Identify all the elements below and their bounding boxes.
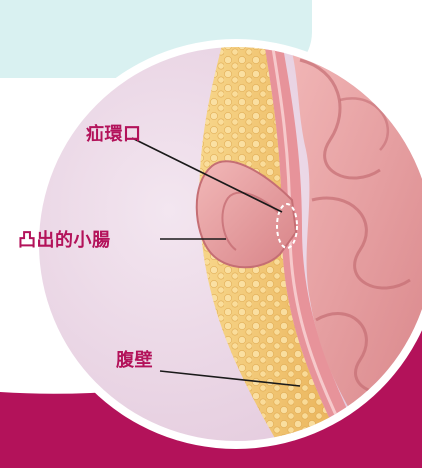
- label-hernia-ring: 疝環口: [86, 120, 142, 146]
- label-protruding-intestine: 凸出的小腸: [18, 226, 111, 252]
- label-abdominal-wall: 腹壁: [116, 346, 153, 372]
